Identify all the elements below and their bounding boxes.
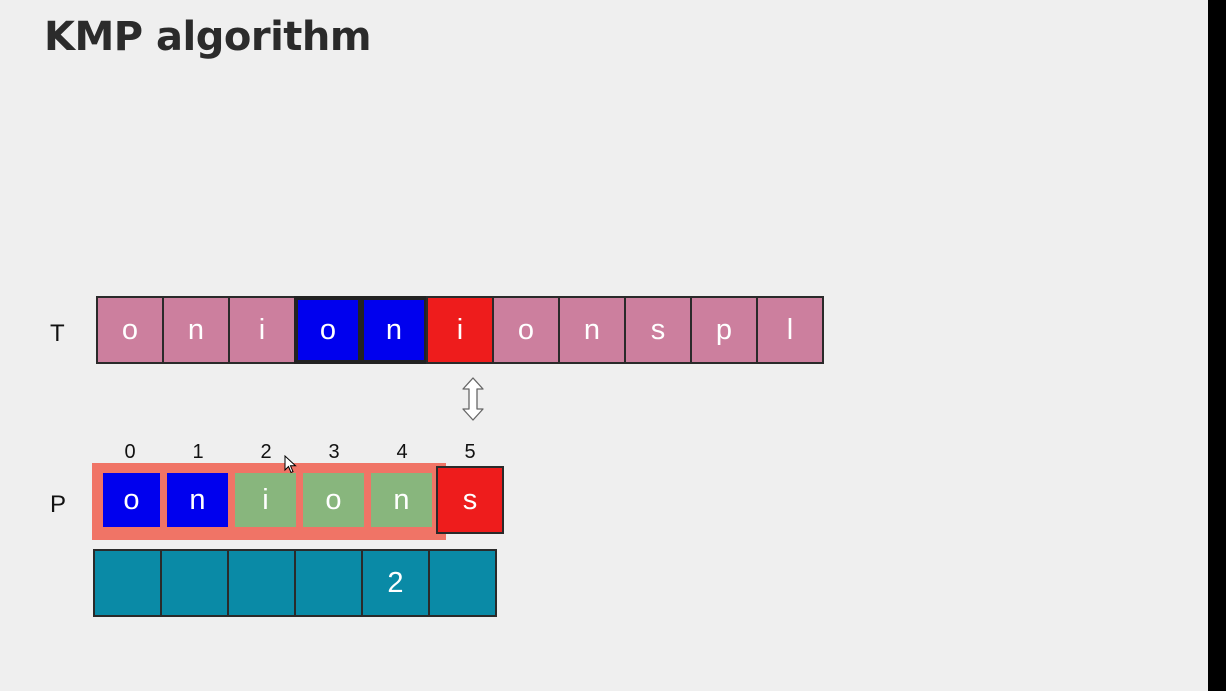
pattern-index: 2 bbox=[260, 441, 272, 463]
text-cell: n bbox=[558, 296, 626, 364]
pattern-index: 0 bbox=[124, 441, 136, 463]
pattern-cell: s bbox=[436, 466, 504, 534]
pattern-index: 5 bbox=[464, 441, 476, 463]
pattern-index: 1 bbox=[192, 441, 204, 463]
lps-cell: 2 bbox=[361, 549, 430, 617]
lps-cell bbox=[227, 549, 296, 617]
text-cell: p bbox=[690, 296, 758, 364]
slide-title: KMP algorithm bbox=[44, 14, 372, 60]
text-cell: i bbox=[228, 296, 296, 364]
pattern-cell: i bbox=[232, 466, 300, 534]
pattern-cell: o bbox=[300, 466, 368, 534]
text-row-label: T bbox=[50, 320, 65, 347]
pattern-cell: n bbox=[164, 466, 232, 534]
text-cell: s bbox=[624, 296, 692, 364]
text-cell: i bbox=[426, 296, 494, 364]
double-arrow-icon bbox=[462, 377, 484, 421]
mouse-cursor-icon bbox=[284, 455, 297, 474]
lps-cell bbox=[294, 549, 363, 617]
lps-cell bbox=[160, 549, 229, 617]
pattern-index-row: 0 1 2 3 4 5 bbox=[96, 441, 504, 464]
text-cell: o bbox=[96, 296, 164, 364]
pattern-index: 3 bbox=[328, 441, 340, 463]
text-cell: o bbox=[492, 296, 560, 364]
pattern-row-label: P bbox=[50, 491, 67, 518]
pattern-cell: n bbox=[368, 466, 436, 534]
lps-cell bbox=[428, 549, 497, 617]
pattern-cell: o bbox=[96, 466, 164, 534]
pattern-index: 4 bbox=[396, 441, 408, 463]
text-cell: n bbox=[360, 296, 428, 364]
text-cell: o bbox=[294, 296, 362, 364]
lps-cell bbox=[93, 549, 162, 617]
lps-strip: 2 bbox=[93, 549, 497, 617]
text-cell: n bbox=[162, 296, 230, 364]
text-cell: l bbox=[756, 296, 824, 364]
